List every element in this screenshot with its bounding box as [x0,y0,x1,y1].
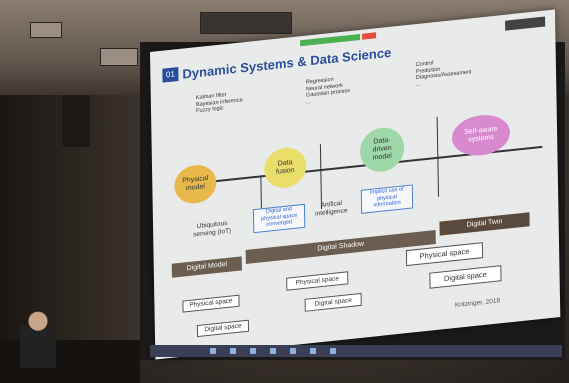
node-physical-model: Physical model [174,163,217,206]
node-data-driven-model: Data- driven model [359,125,405,174]
windows-taskbar [150,345,562,357]
taskbar-icon [210,348,216,354]
slide-toolbar-red [362,32,377,40]
space-digital-1: Digital space [196,319,250,338]
methods-right: Control Prediction Diagnosis/Assessment … [416,56,472,88]
taskbar-icon [330,348,336,354]
taskbar-icon [310,348,316,354]
slide-logo [505,16,546,31]
methods-left: Kalman filter Bayesian inference Fuzzy l… [196,90,243,114]
space-physical-1: Physical space [182,294,240,313]
label-ubiquitous: Ubiquitous sensing (IoT) [193,219,232,238]
taskbar-icon [250,348,256,354]
space-physical-2: Physical space [286,271,349,291]
speaker [62,95,90,147]
slide-toolbar-green [300,33,361,47]
taskbar-icon [290,348,296,354]
space-digital-2: Digital space [304,292,362,312]
band-digital-model: Digital Model [171,256,242,278]
band-digital-twin: Digital Twin [439,212,530,236]
node-label: Self-aware systems [464,125,498,144]
methods-mid: Regression Neural network Gaussian proce… [306,75,350,106]
ceiling-vent [200,12,292,34]
slide-number: 01 [162,67,179,83]
ceiling-light [30,22,62,38]
ceiling-light [100,48,138,66]
box-implicit: Implicit use of physical information [360,184,414,214]
label-ai: Artifical intelligence [315,199,348,218]
space-digital-3: Digital space [429,265,502,289]
node-label: Data fusion [275,159,295,176]
box-digital-physical: Digital and physical space converged [252,203,306,234]
presenter [20,308,56,368]
slide-title: Dynamic Systems & Data Science [182,44,392,82]
node-label: Data- driven model [372,136,392,162]
connector [319,144,323,210]
node-data-fusion: Data fusion [263,145,307,190]
node-label: Physical model [182,174,209,193]
taskbar-icon [230,348,236,354]
presentation-slide: 01 Dynamic Systems & Data Science Kalman… [150,9,561,360]
slide-credit: Kritzinger, 2018 [454,297,501,310]
taskbar-icon [270,348,276,354]
